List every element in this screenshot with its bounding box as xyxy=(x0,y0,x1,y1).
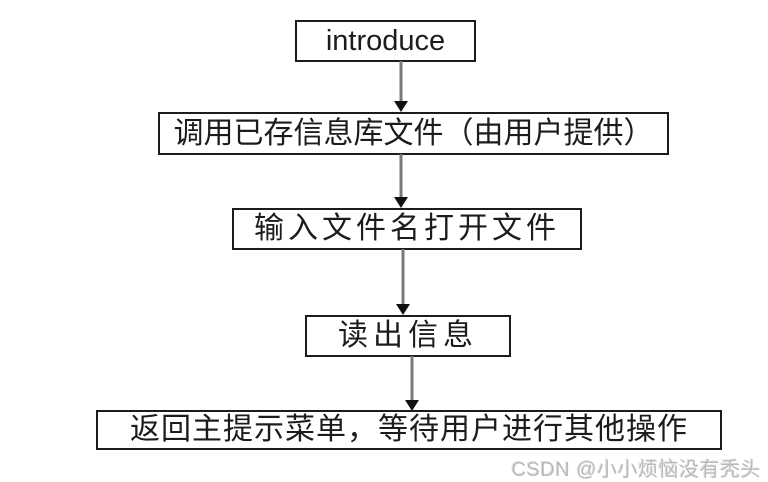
arrow-down-icon xyxy=(394,61,408,112)
arrow-head-icon xyxy=(396,304,410,315)
watermark-text: CSDN @小小烦恼没有秃头 xyxy=(511,459,761,481)
arrow-head-icon xyxy=(394,197,408,208)
flow-node-return-menu: 返回主提示菜单，等待用户进行其他操作 xyxy=(96,410,722,450)
arrow-shaft xyxy=(399,61,403,105)
arrow-shaft xyxy=(401,249,405,308)
arrow-down-icon xyxy=(396,249,410,315)
flow-node-introduce: introduce xyxy=(295,20,476,62)
arrow-down-icon xyxy=(394,154,408,208)
flow-node-read-info: 读出信息 xyxy=(305,315,511,357)
flow-node-input-filename: 输入文件名打开文件 xyxy=(232,208,582,250)
arrow-shaft xyxy=(410,356,414,404)
arrow-head-icon xyxy=(405,400,419,411)
flow-node-load-library: 调用已存信息库文件（由用户提供） xyxy=(158,112,669,155)
arrow-head-icon xyxy=(394,101,408,112)
arrow-shaft xyxy=(399,154,403,201)
arrow-down-icon xyxy=(405,356,419,411)
